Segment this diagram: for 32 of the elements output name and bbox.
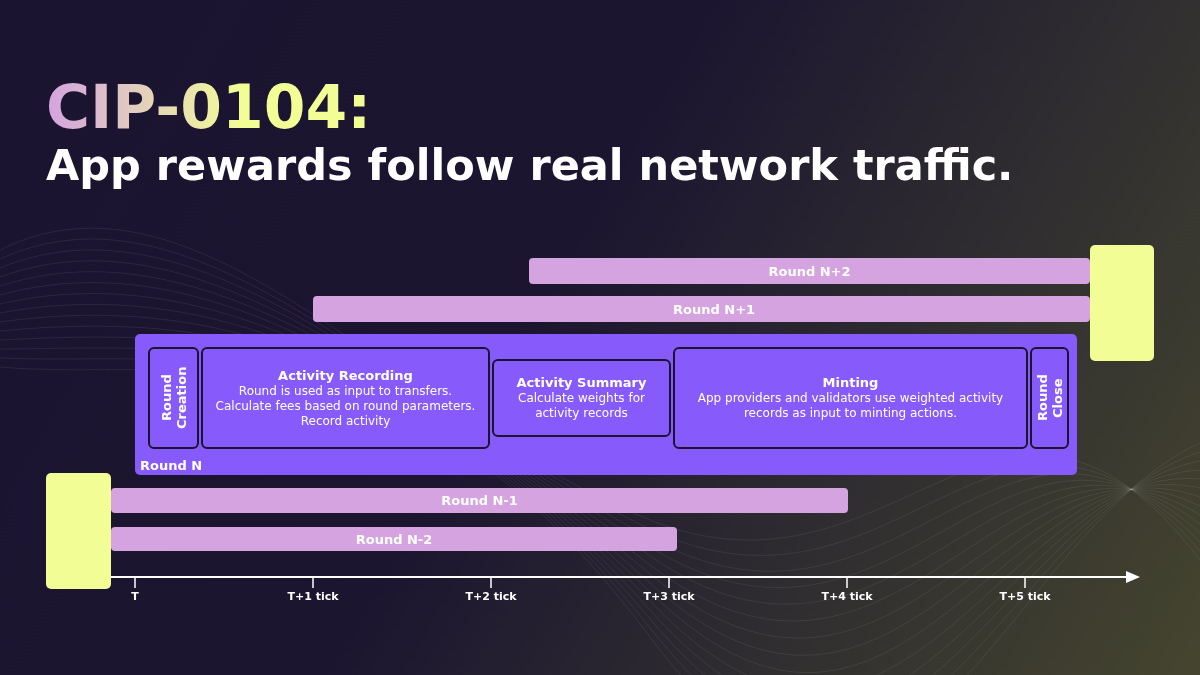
phase-title: Activity Recording xyxy=(278,367,413,384)
phase-title: Activity Summary xyxy=(516,375,647,391)
tick-label: T+2 tick xyxy=(465,590,517,603)
tick-label: T+1 tick xyxy=(287,590,339,603)
round-label: Round N+1 xyxy=(673,301,756,317)
phase-box xyxy=(673,347,1028,449)
phase-box xyxy=(148,347,199,449)
phase-box xyxy=(492,359,671,437)
round-bar xyxy=(529,258,1090,284)
round-bar xyxy=(313,296,1090,322)
round-label: Round N+2 xyxy=(768,263,851,279)
phase-description: Calculate weights for activity records xyxy=(517,391,646,421)
tick-label: T xyxy=(131,590,139,603)
round-bar xyxy=(111,527,677,551)
phase-box xyxy=(1030,347,1069,449)
subtitle: App rewards follow real network traffic. xyxy=(46,139,1014,192)
round-bar xyxy=(111,488,848,513)
phase-label: Round Creation xyxy=(158,365,189,432)
round-label: Round N-2 xyxy=(355,531,433,547)
tick-label: T+4 tick xyxy=(821,590,873,603)
round-label: Round N xyxy=(140,458,203,473)
highlight-block xyxy=(46,473,111,589)
round-label: Round N-1 xyxy=(441,493,518,508)
highlight-block xyxy=(1090,245,1154,361)
phase-description: Round is used as input to transfers. Calculate fees based on round parameters. Record activity xyxy=(214,383,477,429)
phase-box xyxy=(201,347,490,449)
phase-title: Minting xyxy=(822,375,879,391)
round-panel xyxy=(135,334,1077,475)
tick-label: T+3 tick xyxy=(643,590,695,603)
phase-label: Round Close xyxy=(1034,373,1065,424)
phase-description: App providers and validators use weighted activity records as input to minting actions. xyxy=(696,391,1005,421)
tick-label: T+5 tick xyxy=(999,590,1051,603)
